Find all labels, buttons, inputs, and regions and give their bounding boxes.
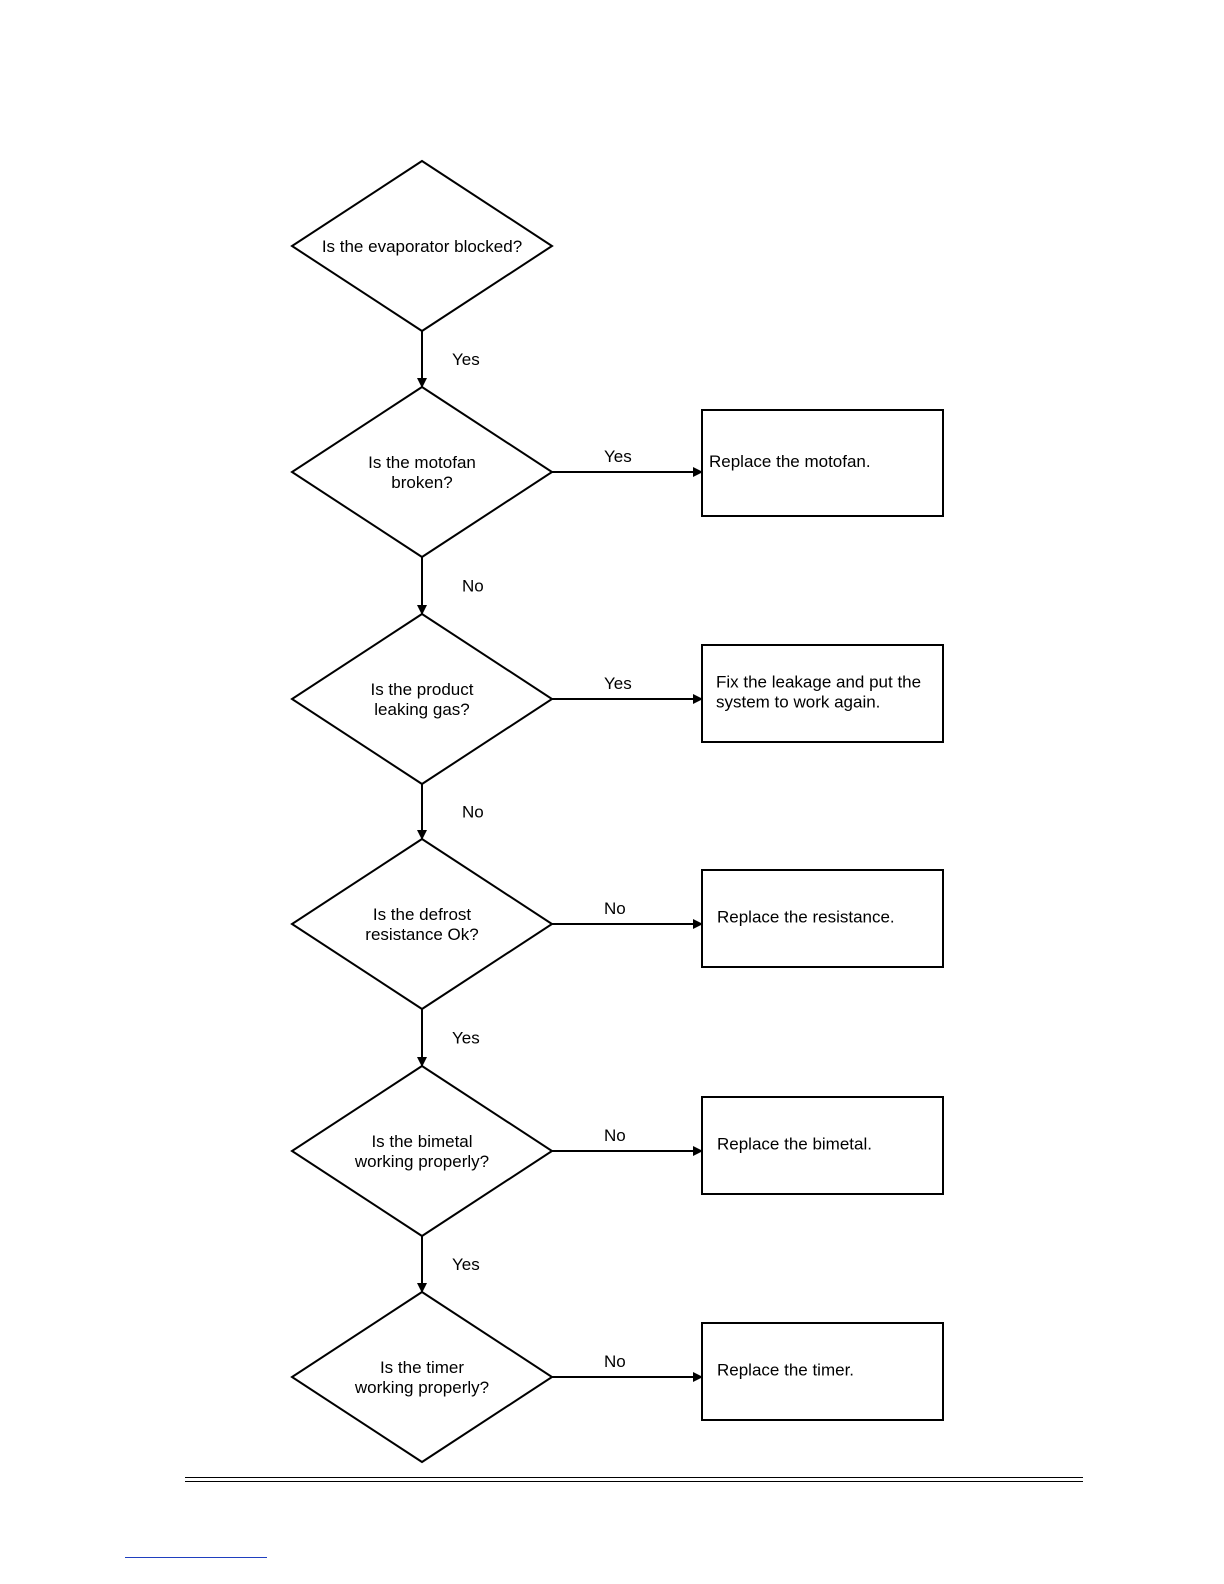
- edge-label: No: [604, 1352, 626, 1371]
- decision-text-line: working properly?: [354, 1152, 489, 1171]
- decision-diamond: [290, 1290, 554, 1464]
- action-box: [701, 869, 944, 968]
- edge-label: Yes: [604, 447, 632, 466]
- edge-label: Yes: [452, 350, 480, 369]
- edge-label: Yes: [604, 674, 632, 693]
- edge-label: Yes: [452, 1255, 480, 1274]
- decision-text-line: broken?: [391, 473, 452, 492]
- decision-text-line: leaking gas?: [374, 700, 469, 719]
- decision-text-line: Is the evaporator blocked?: [322, 237, 522, 256]
- decision-text-line: Is the bimetal: [371, 1132, 472, 1151]
- action-box: [701, 644, 944, 743]
- decision-text-line: Is the timer: [380, 1358, 464, 1377]
- action-text-line: system to work again.: [716, 693, 880, 712]
- action-text-line: Replace the bimetal.: [717, 1135, 872, 1154]
- decision-diamond: [290, 385, 554, 559]
- decision-diamond: [290, 837, 554, 1011]
- decision-diamond: [290, 159, 554, 333]
- footer-rule-double: [185, 1481, 1083, 1482]
- action-box: [701, 1322, 944, 1421]
- footer-link-underline: [125, 1557, 267, 1558]
- footer-rule: [185, 1477, 1083, 1478]
- decision-diamond: [290, 612, 554, 786]
- action-box: [701, 1096, 944, 1195]
- decision-text-line: resistance Ok?: [365, 925, 478, 944]
- decision-text-line: Is the product: [370, 680, 473, 699]
- edge-label: Yes: [452, 1029, 480, 1048]
- action-text-line: Replace the motofan.: [709, 452, 871, 471]
- action-box: [701, 409, 944, 517]
- edge-label: No: [604, 899, 626, 918]
- action-text-line: Replace the resistance.: [717, 908, 895, 927]
- decision-diamond: [290, 1064, 554, 1238]
- action-text-line: Fix the leakage and put the: [716, 673, 921, 692]
- decision-text-line: Is the defrost: [373, 905, 472, 924]
- nodes-layer: Is the evaporator blocked? Is the motofan…: [290, 159, 944, 1464]
- decision-text-line: Is the motofan: [368, 453, 476, 472]
- edge-label: No: [604, 1126, 626, 1145]
- action-text-line: Replace the timer.: [717, 1361, 854, 1380]
- edge-label: No: [462, 577, 484, 596]
- decision-text-line: working properly?: [354, 1378, 489, 1397]
- edge-label: No: [462, 803, 484, 822]
